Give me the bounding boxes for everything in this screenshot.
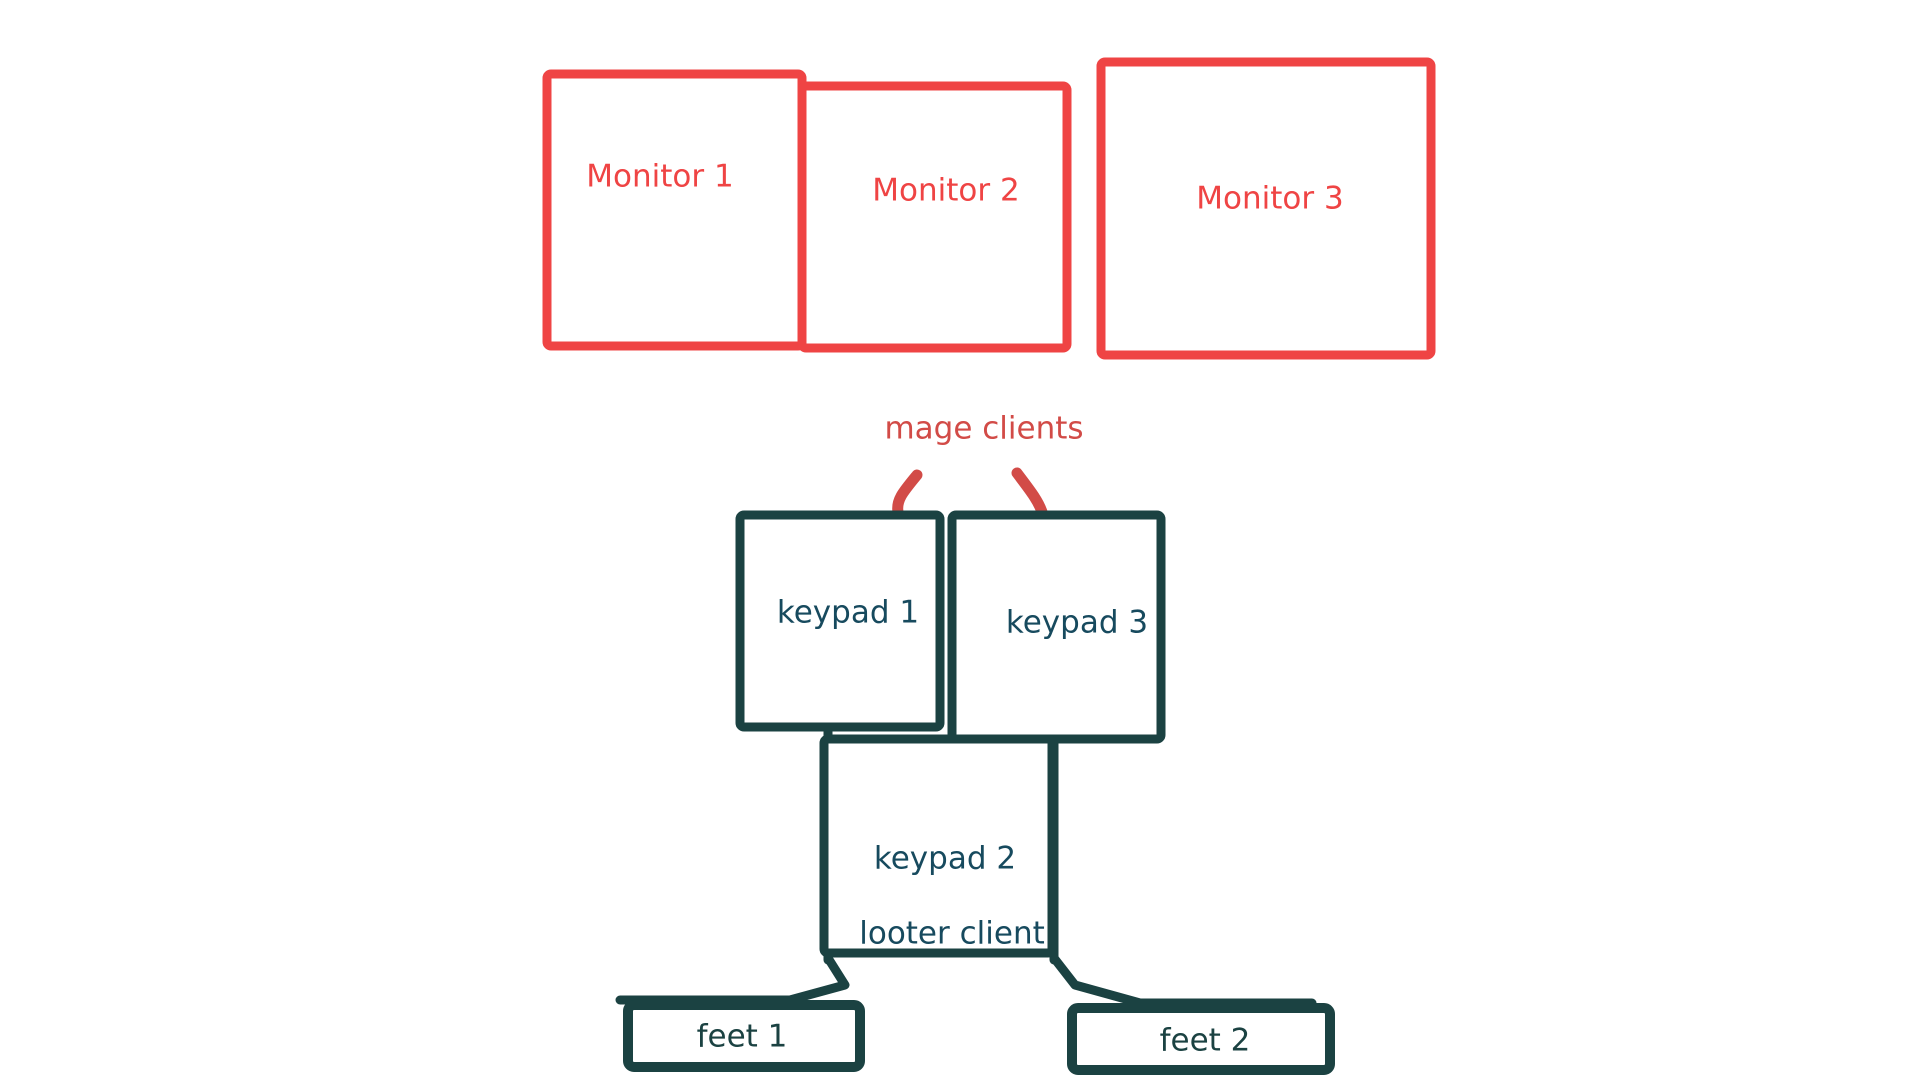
feet-2-label: feet 2 [1160,1023,1251,1059]
keypad-3-box[interactable] [947,510,1166,744]
feet-1-label: feet 1 [697,1019,788,1055]
keypad-group: keypad 1 keypad 3 keypad 2 looter client [735,510,1166,958]
monitor-group: Monitor 1 Monitor 2 Monitor 3 [542,57,1436,360]
keypad-2-label: keypad 2 [874,841,1016,877]
keypad-1-label: keypad 1 [777,595,919,631]
monitor-1-label: Monitor 1 [586,159,733,195]
mage-clients-pointer-left-icon [892,469,923,518]
mage-clients-annotation-group: mage clients [884,411,1084,518]
mage-clients-pointer-right-icon [1011,467,1048,518]
monitor-2-box[interactable] [797,81,1072,353]
feet-1-box[interactable] [623,1000,865,1072]
monitor-3-label: Monitor 3 [1196,181,1343,217]
monitor-3-box[interactable] [1096,57,1436,360]
keypad-2-sublabel: looter client [859,916,1045,952]
feet-group: feet 1 feet 2 [623,1000,1335,1075]
monitor-1-box[interactable] [542,69,807,351]
mage-clients-label: mage clients [884,411,1083,447]
keypad-1-box[interactable] [735,510,945,732]
connector-keypad2-to-feet2 [1049,953,1317,1008]
keypad-2-box[interactable] [819,734,1057,958]
connector-keypad2-to-feet1 [615,953,850,1005]
keypad-3-label: keypad 3 [1006,605,1148,641]
feet-2-box[interactable] [1067,1003,1335,1075]
monitor-2-label: Monitor 2 [872,173,1019,209]
